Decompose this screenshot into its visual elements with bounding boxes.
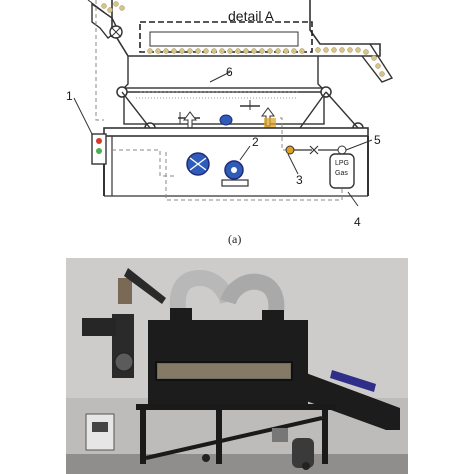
air-arrow-1 (183, 111, 197, 129)
part-label-5: 5 (374, 133, 381, 147)
grain-layer (101, 1, 385, 77)
lpg-tank (329, 153, 355, 189)
dashed-base (165, 152, 343, 201)
green-light (96, 148, 102, 154)
red-light (96, 138, 102, 144)
part-label-2: 2 (252, 135, 259, 149)
gas-regulator (337, 145, 347, 155)
support-frame (103, 127, 369, 137)
photo-lpg-tank (292, 438, 314, 468)
detail-a-label: detail A (228, 8, 274, 24)
inner-screen (149, 31, 299, 47)
outlet-chute (361, 43, 394, 83)
dryer-schematic (73, 0, 394, 207)
part-label-4: 4 (354, 215, 361, 229)
air-plenum (118, 56, 328, 93)
fan-hub (219, 114, 233, 126)
dryer-photograph (66, 258, 408, 474)
flex-duct-right (220, 273, 285, 313)
part-label-1: 1 (66, 89, 73, 103)
valve (309, 145, 319, 155)
pressure-gauge (285, 145, 295, 155)
part-label-3: 3 (296, 173, 303, 187)
inlet-hopper (91, 2, 119, 39)
part-label-6: 6 (226, 65, 233, 79)
lpg-text: LPG (335, 160, 350, 167)
outlet-conveyor (298, 370, 400, 430)
gas-text: Gas (335, 170, 348, 177)
detail-a-box (139, 21, 313, 53)
feeder-motor (114, 352, 134, 372)
caption-a: (a) (228, 232, 242, 246)
